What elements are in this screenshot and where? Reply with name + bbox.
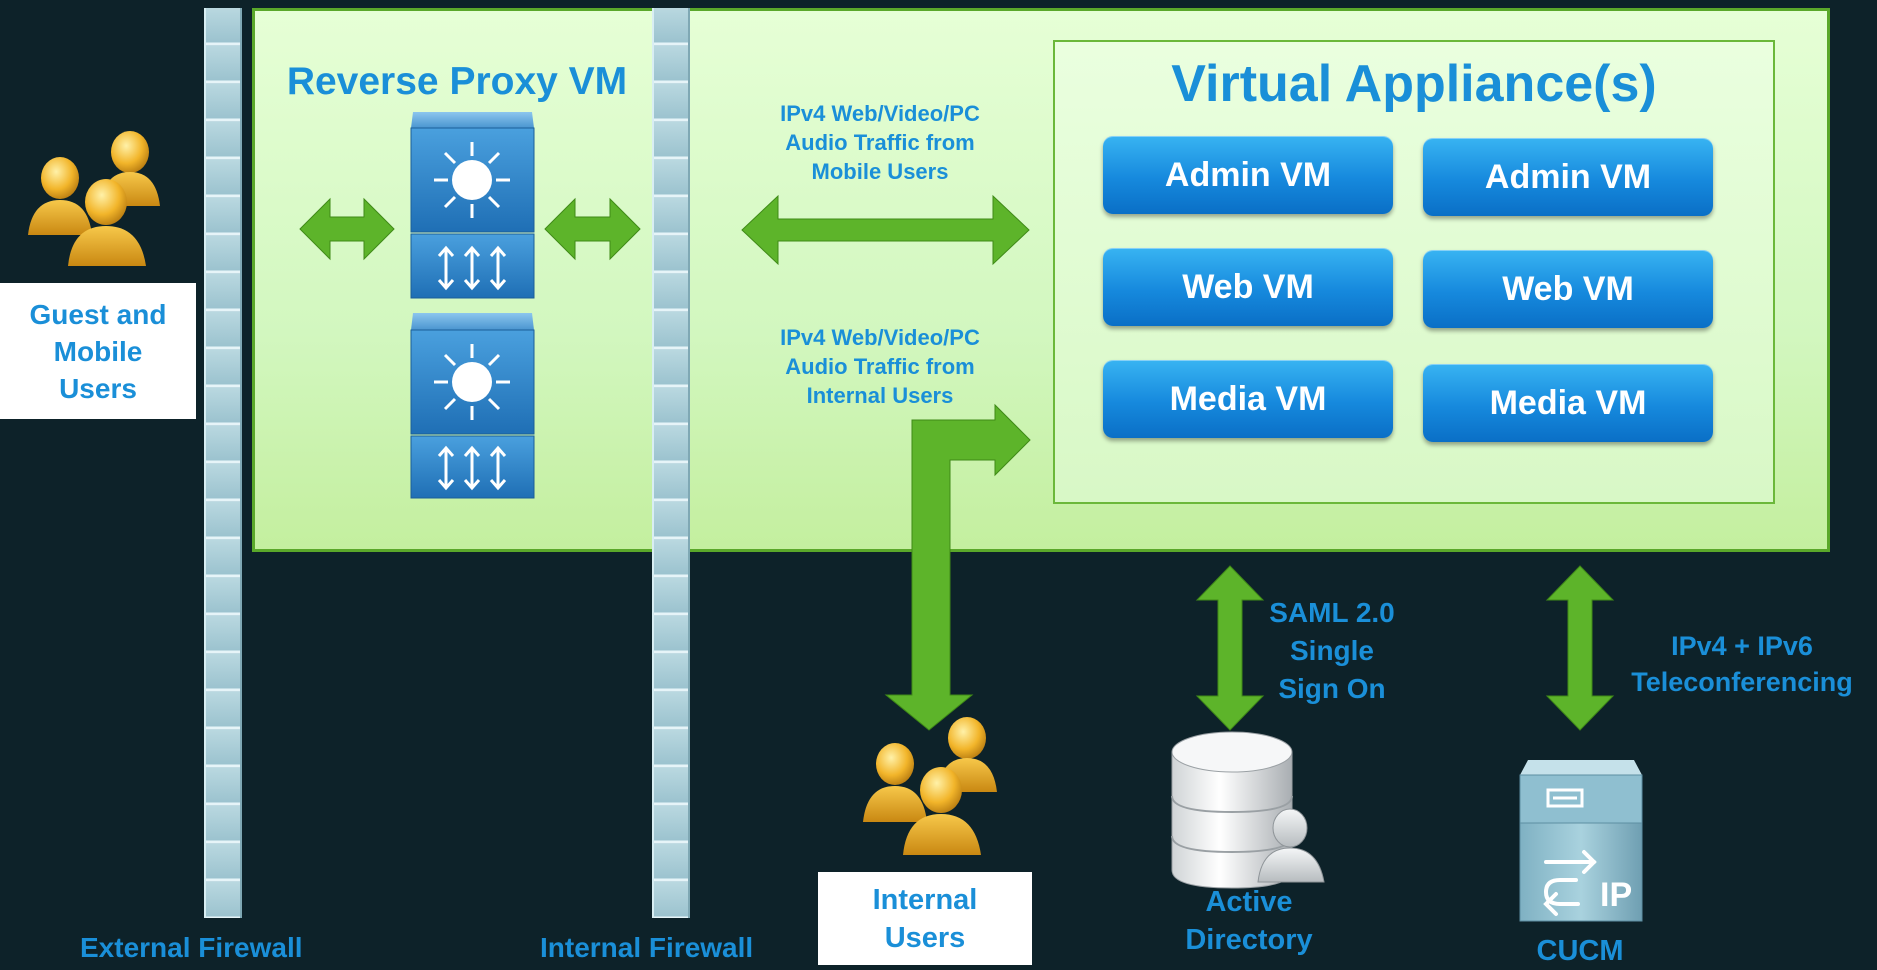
svg-text:IP: IP (1600, 876, 1632, 914)
internal-traffic-arrow (884, 403, 1031, 731)
admin-vm-button-1[interactable]: Admin VM (1103, 136, 1393, 214)
web-vm-button-2[interactable]: Web VM (1423, 250, 1713, 328)
saml-arrow (1195, 565, 1265, 731)
cucm-label: CUCM (1536, 935, 1624, 967)
media-vm-button-2[interactable]: Media VM (1423, 364, 1713, 442)
cucm-server-icon: IP (1519, 760, 1643, 922)
reverse-proxy-switch-icon-2 (410, 313, 535, 499)
external-firewall-icon (204, 8, 242, 918)
media-vm-button-1[interactable]: Media VM (1103, 360, 1393, 438)
admin-vm-button-2[interactable]: Admin VM (1423, 138, 1713, 216)
proxy-firewall-arrow (544, 197, 641, 261)
web-vm-button-1[interactable]: Web VM (1103, 248, 1393, 326)
active-directory-icon (1171, 731, 1325, 889)
reverse-proxy-switch-icon-1 (410, 112, 535, 299)
internal-firewall-label: Internal Firewall (540, 932, 754, 963)
guest-users-icon (28, 131, 160, 266)
external-firewall-label: External Firewall (80, 932, 303, 963)
reverse-proxy-title: Reverse Proxy VM (286, 60, 628, 103)
guest-proxy-arrow (299, 197, 395, 261)
internal-users-icon (863, 717, 997, 855)
teleconferencing-arrow (1545, 565, 1615, 731)
internal-firewall-icon (652, 8, 690, 918)
mobile-traffic-arrow (741, 194, 1030, 266)
virtual-appliance-title: Virtual Appliance(s) (1171, 55, 1657, 113)
virtual-appliance-panel: Virtual Appliance(s) Admin VM Admin VM W… (1053, 40, 1775, 504)
